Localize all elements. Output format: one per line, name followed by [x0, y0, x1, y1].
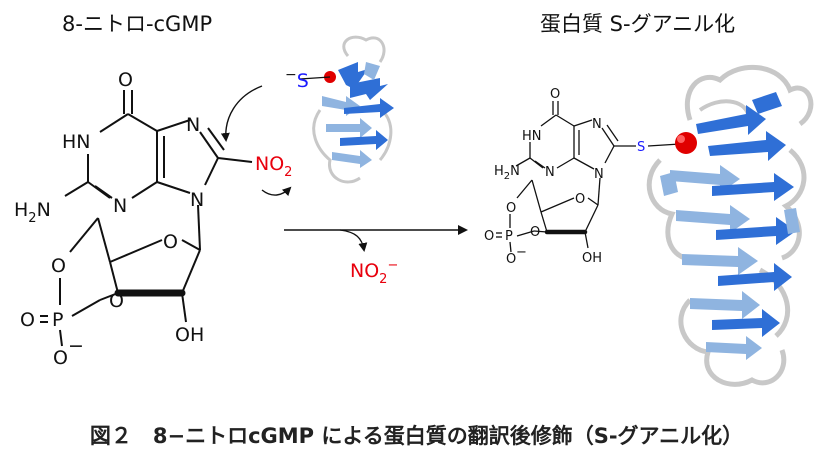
protein-small-icon [312, 35, 394, 184]
nitro-cgmp-structure: O HN N NO2 H2N N N O O P O O − O OH [14, 69, 292, 369]
n3-label-right: N [545, 165, 555, 180]
nitro-sub: 2 [284, 165, 292, 180]
amino-n-right: N [510, 164, 520, 179]
phosphorus-label: P [52, 309, 63, 331]
o5-label: O [51, 255, 66, 277]
oxygen-charge: − [68, 335, 84, 357]
protein-large-icon [646, 64, 814, 387]
nucleophilic-attack-arrow [220, 85, 263, 142]
phosphoryl-oxygen: O [20, 309, 35, 331]
right-title: 蛋白質 S-グアニル化 [540, 12, 736, 36]
byproduct-arrow [339, 229, 368, 252]
anionic-oxygen-right: O [506, 252, 516, 267]
amino-n: N [37, 199, 51, 221]
n3-label: N [113, 195, 127, 217]
n1-label-right: HN [522, 129, 542, 144]
ring-oxygen-right: O [575, 192, 585, 207]
amino-sub-right: 2 [504, 171, 510, 182]
nitrite-charge: − [387, 258, 398, 273]
n9-label-right: N [594, 167, 604, 182]
thiolate-s: S [297, 70, 309, 92]
carbonyl-oxygen: O [118, 69, 133, 91]
thiolate-sulfur: −S [285, 67, 309, 92]
n7-label: N [186, 114, 200, 136]
ring-oxygen: O [163, 231, 178, 253]
o5-label-right: O [506, 201, 516, 216]
n7-label-right: N [592, 117, 602, 132]
o3-label: O [109, 290, 124, 312]
hydroxyl-label: OH [175, 324, 204, 346]
nitro-no: NO [255, 153, 284, 175]
nitrite-sub: 2 [379, 272, 387, 287]
hydroxyl-label-right: OH [582, 251, 602, 266]
phosphoryl-oxygen-right: O [484, 229, 494, 244]
leaving-group-arrow [261, 186, 292, 197]
figure-caption: 図２ 8−ニトロcGMP による蛋白質の翻訳後修飾（S-グアニル化） [89, 424, 744, 448]
o3-label-right: O [530, 225, 540, 240]
anionic-oxygen: O [53, 347, 68, 369]
phosphorus-label-right: P [505, 229, 513, 244]
sulfur-label-right: S [637, 140, 645, 155]
n1-label: HN [62, 131, 91, 153]
amino-label: H2N [14, 199, 51, 226]
left-title: 8-ニトロ-cGMP [62, 12, 213, 36]
amino-h-right: H [494, 164, 504, 179]
amino-h: H [14, 199, 28, 221]
nitrite-label: NO2− [350, 258, 398, 287]
oxygen-charge-right: − [516, 245, 527, 260]
nitrite-no: NO [350, 260, 379, 282]
s-guanylated-structure: O HN N S H2N N N O O P O O − O OH [484, 87, 645, 267]
thiolate-charge: − [285, 67, 297, 83]
nitro-label: NO2 [255, 153, 292, 180]
amino-label-right: H2N [494, 164, 520, 182]
amino-sub: 2 [28, 211, 36, 226]
carbonyl-oxygen-right: O [550, 87, 560, 102]
n9-label: N [190, 189, 204, 211]
